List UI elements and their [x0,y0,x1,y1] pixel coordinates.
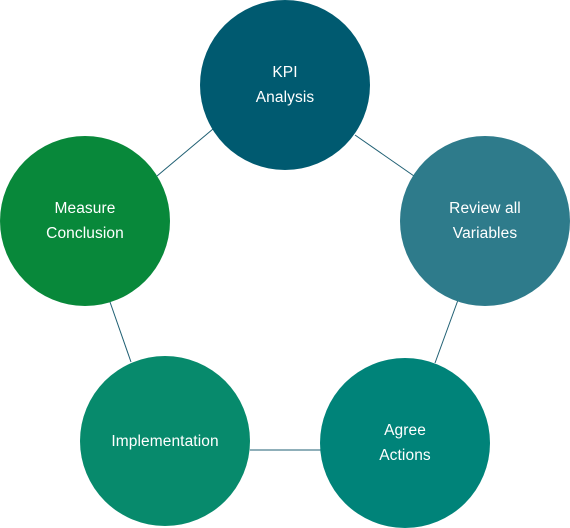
connector-review-agree [434,299,459,364]
node-implementation: Implementation [80,356,250,526]
node-label: Measure Conclusion [46,200,124,242]
connector-measure-kpi [156,128,214,177]
node-label: KPI Analysis [255,64,315,106]
node-agree-actions: Agree Actions [320,358,490,528]
node-review-all-variables: Review all Variables [400,136,570,306]
node-label: Implementation [111,432,219,450]
node-measure-conclusion: Measure Conclusion [0,136,170,306]
node-label: Agree Actions [379,422,431,464]
connector-impl-measure [109,301,132,363]
node-kpi-analysis: KPI Analysis [200,0,370,170]
node-label: Review all Variables [449,200,521,242]
connector-kpi-review [354,134,415,177]
